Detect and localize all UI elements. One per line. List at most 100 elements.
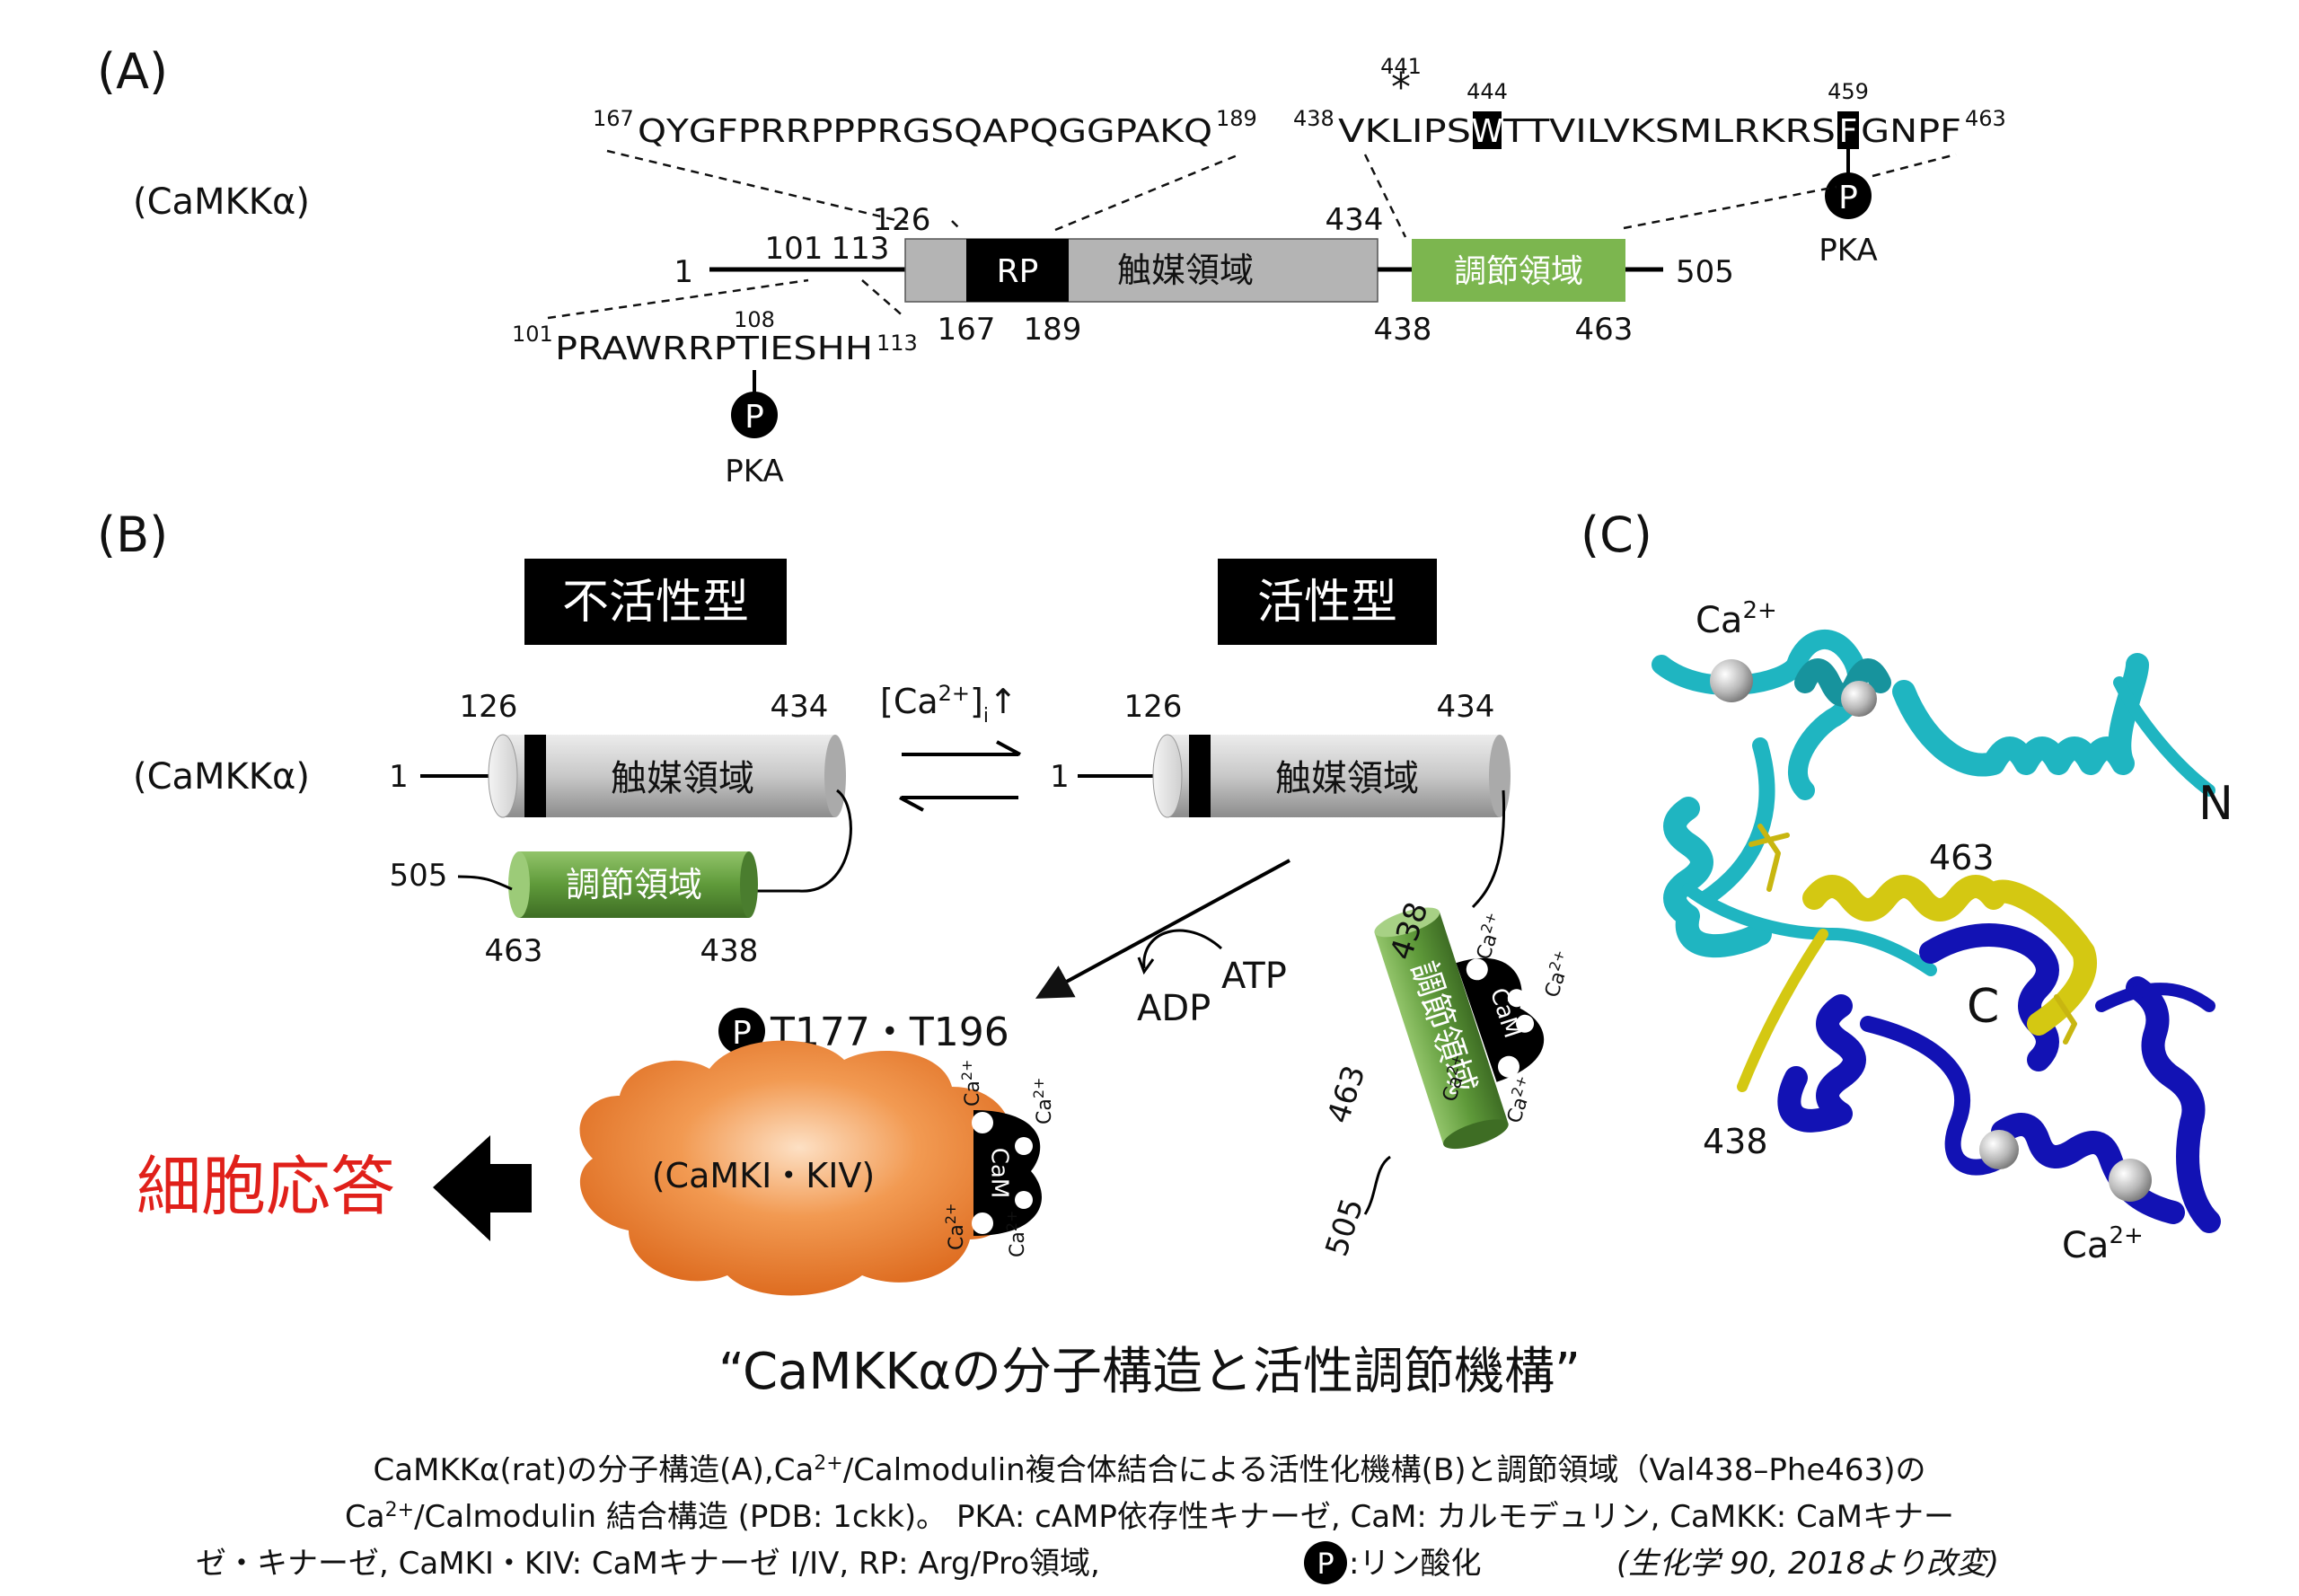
active-pos-1: 1 [1050, 759, 1070, 795]
regulatory-peptide-yellow [1737, 824, 2097, 1092]
inactive-pos-463: 463 [485, 933, 543, 969]
active-label: 活性型 [1257, 576, 1397, 630]
phospho-459-label: P [1838, 180, 1858, 216]
calcium-rise-label: [Ca2+]i↑ [880, 681, 1017, 727]
pos-438: 438 [1374, 312, 1432, 348]
pos-1: 1 [674, 254, 693, 290]
seq-reg-part-c: GNPF [1861, 113, 1961, 150]
pos-108: 108 [734, 307, 775, 332]
seq-reg-f: F [1839, 113, 1858, 150]
inactive-pos-438: 438 [700, 933, 759, 969]
active-ca-ion-2-icon [1507, 989, 1526, 1008]
seq-reg-num-459: 459 [1828, 79, 1869, 104]
panel-a-protein-label: (CaMKKα) [133, 181, 310, 223]
pos-463: 463 [1575, 312, 1634, 348]
caption-line-3: ゼ・キナーゼ, CaMKI・KIV: CaMキナーゼ I/IV, RP: Arg… [196, 1546, 1100, 1582]
cell-response-label: 細胞応答 [137, 1149, 395, 1224]
active-rp-band [1189, 735, 1211, 817]
pos-189: 189 [1024, 312, 1082, 348]
panel-c-n-terminus: N [2198, 777, 2233, 831]
inactive-regulatory-cylinder-end [508, 851, 530, 918]
phospho-t177-p: P [732, 1015, 752, 1052]
regulatory-domain-bar [1412, 239, 1625, 302]
ca-ion-sphere-2-icon [1841, 681, 1877, 717]
active-ca-label-1: Ca2+ [1469, 910, 1509, 963]
seq-rp-start: 167 [593, 106, 634, 131]
panel-c-label: (C) [1581, 507, 1652, 563]
active-pos-505: 505 [1318, 1195, 1370, 1261]
inactive-label-box [524, 559, 787, 645]
cloud-ca-label-4: Ca2+ [1003, 1211, 1029, 1257]
phospho-459-icon [1825, 172, 1872, 219]
seq-reg-part-a: VKLIPS [1338, 113, 1471, 150]
figure-title: “CaMKKαの分子構造と活性調節機構” [718, 1343, 1581, 1401]
caption-line-2: Ca2+/Calmodulin 結合構造 (PDB: 1ckk)。 PKA: c… [345, 1499, 1954, 1535]
panel-c-ca-bottom: Ca2+ [2062, 1222, 2144, 1266]
seq-rp-end: 189 [1216, 106, 1257, 131]
seq-reg-num-444: 444 [1467, 79, 1508, 104]
ca-ion-sphere-3-icon [1979, 1130, 2019, 1169]
seq-reg-start: 438 [1293, 106, 1334, 131]
inactive-regulatory-cylinder-tip [740, 851, 758, 918]
cloud-cam-label: CaM [986, 1148, 1013, 1199]
caption-source: (生化学 90, 2018より改変) [1616, 1546, 1999, 1582]
seq-reg-part-b: TTVILVKSMLRKRS [1502, 113, 1836, 150]
inactive-linker [751, 789, 852, 893]
seq-101: PRAWRRPTIESHH [555, 331, 873, 367]
cloud-ca-label-2: Ca2+ [1030, 1078, 1056, 1124]
inactive-rp-band [524, 735, 546, 817]
inactive-pos-126: 126 [460, 689, 518, 725]
regulatory-domain-label: 調節領域 [1454, 253, 1583, 290]
inactive-pos-505: 505 [390, 858, 448, 894]
seq-reg-star: * [1391, 65, 1411, 110]
cloud-ca-ion-2-icon [1015, 1137, 1033, 1155]
phospho-108-label: P [744, 399, 764, 436]
cloud-ca-ion-4-icon [972, 1212, 993, 1234]
active-catalytic-cylinder-end [1152, 734, 1183, 818]
active-catalytic-cylinder-tip [1489, 735, 1511, 817]
active-pos-463: 463 [1320, 1062, 1372, 1128]
ca-ion-sphere-4-icon [2109, 1159, 2152, 1202]
cloud-ca-label-1: Ca2+ [958, 1060, 984, 1107]
caption-phospho-icon [1304, 1541, 1347, 1584]
inactive-pos-1: 1 [389, 759, 409, 795]
inactive-catalytic-cylinder-tip [824, 735, 846, 817]
phospho-t177-icon [718, 1008, 765, 1054]
inactive-catalytic-cylinder [503, 735, 835, 817]
camki-kiv-cloud [579, 1040, 1019, 1296]
active-pos-434: 434 [1437, 689, 1495, 725]
catalytic-domain-label: 触媒領域 [1117, 251, 1254, 290]
pos-505: 505 [1676, 254, 1734, 290]
panel-a-label: (A) [97, 43, 168, 100]
caption-line-1: CaMKKα(rat)の分子構造(A),Ca2+/Calmodulin複合体結合… [374, 1452, 1926, 1488]
cloud-ca-ion-1-icon [972, 1112, 993, 1133]
phospho-108-icon [731, 392, 778, 438]
rp-domain-bar [966, 239, 1069, 302]
atp-adp-curl-head [1137, 957, 1155, 975]
zoom-guides [547, 149, 1957, 320]
inactive-c-tail [457, 875, 513, 891]
adp-label: ADP [1137, 988, 1211, 1029]
pos-113: 113 [832, 231, 890, 267]
active-label-box [1218, 559, 1437, 645]
inactive-catalytic-label: 触媒領域 [611, 758, 754, 799]
panel-b-label: (B) [97, 507, 168, 563]
active-ca-ion-4-icon [1497, 1055, 1519, 1078]
inactive-catalytic-cylinder-end [488, 734, 518, 818]
active-ca-ion-1-icon [1466, 958, 1488, 981]
active-linker [1471, 789, 1506, 909]
active-catalytic-cylinder [1167, 735, 1500, 817]
pka-108-label: PKA [725, 454, 783, 489]
inactive-regulatory-cylinder [519, 851, 749, 918]
ca-ion-sphere-1-icon [1710, 659, 1753, 702]
active-regulatory-cylinder-bottom [1443, 1119, 1509, 1150]
active-pos-126: 126 [1124, 689, 1183, 725]
pos-167: 167 [938, 312, 996, 348]
response-arrow-icon [433, 1135, 532, 1241]
pka-459-label: PKA [1819, 233, 1877, 269]
camki-kiv-label: (CaMKI・KIV) [652, 1156, 876, 1195]
pos-126: 126 [873, 202, 931, 238]
active-regulatory-cylinder [1374, 912, 1509, 1145]
pos-434: 434 [1326, 202, 1384, 238]
inactive-pos-434: 434 [771, 689, 829, 725]
